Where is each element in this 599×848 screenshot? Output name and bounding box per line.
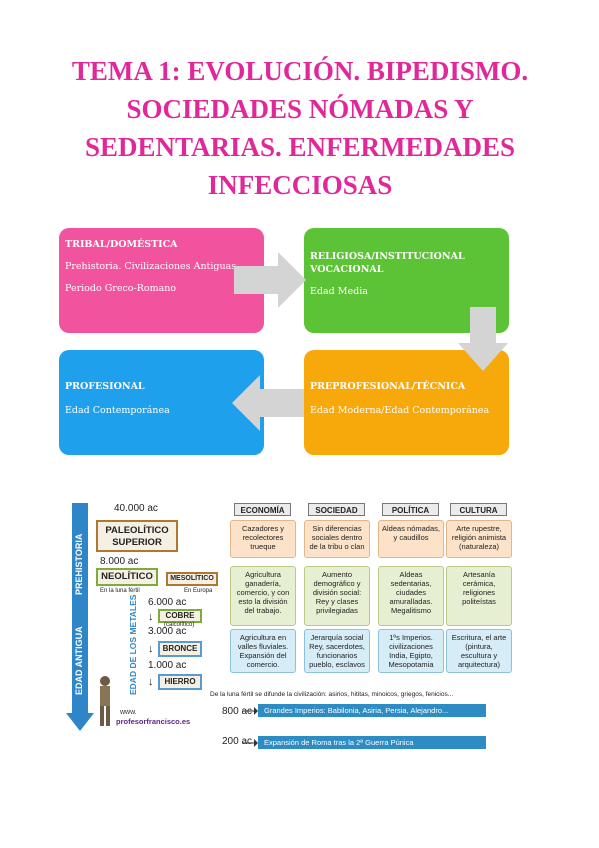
year-6000: 6.000 ac	[148, 597, 187, 608]
spread-note: De la luna fértil se difunde la civiliza…	[210, 691, 454, 698]
year-200: 200 ac	[222, 736, 253, 747]
stage-bronce: BRONCE	[158, 641, 202, 657]
box-tribal-heading: TRIBAL/DOMÉSTICA	[65, 239, 178, 250]
edad-antigua-bar	[72, 617, 88, 717]
arrow-down-icon	[458, 307, 508, 371]
band-grandes-imperios: Grandes Imperios: Babilonia, Asiria, Per…	[258, 704, 486, 717]
col-economia: ECONOMÍA	[234, 503, 291, 516]
title-line-2: SOCIEDADES NÓMADAS Y	[126, 94, 474, 124]
edad-antigua-label: EDAD ANTIGUA	[74, 626, 84, 695]
stage-mesolitico: MESOLÍTICO	[166, 572, 218, 586]
edad-metales-label: EDAD DE LOS METALES	[128, 594, 138, 695]
box-religiosa-heading: RELIGIOSA/INSTITUCIONAL VOCACIONAL	[310, 251, 465, 275]
mesolitico-note: En Europa	[184, 588, 213, 594]
prehistoria-bar	[72, 503, 88, 617]
cell-r3-sociedad: Jerarquía social Rey, sacerdotes, funcio…	[304, 629, 370, 673]
stage-hierro: HIERRO	[158, 674, 202, 690]
col-politica: POLÍTICA	[382, 503, 439, 516]
cell-r3-cultura: Escritura, el arte (pintura, escultura y…	[446, 629, 512, 673]
title-line-1: TEMA 1: EVOLUCIÓN. BIPEDISMO.	[71, 56, 529, 86]
timeline-arrow-icon	[66, 713, 94, 731]
col-sociedad: SOCIEDAD	[308, 503, 365, 516]
box-profesional-line1: Edad Contemporánea	[65, 405, 170, 416]
prehistoria-label: PREHISTORIA	[74, 533, 84, 595]
year-3000: 3.000 ac	[148, 626, 187, 637]
title-line-4: INFECCIOSAS	[207, 170, 393, 200]
stage-paleolitico: PALEOLÍTICO SUPERIOR	[96, 520, 178, 552]
down-arrow-icon: ↓	[148, 676, 154, 688]
year-40000: 40.000 ac	[114, 503, 158, 514]
website-label: profesorfrancisco.es	[116, 717, 191, 726]
down-arrow-icon: ↓	[148, 643, 154, 655]
pharaoh-figure-icon	[100, 676, 110, 726]
title-line-3: SEDENTARIAS. ENFERMEDADES	[84, 132, 516, 162]
box-tribal: TRIBAL/DOMÉSTICA Prehistoria. Civilizaci…	[59, 228, 264, 333]
box-profesional-heading: PROFESIONAL	[65, 381, 145, 392]
box-tribal-line1: Prehistoria. Civilizaciones Antiguas	[65, 261, 237, 272]
box-tribal-line2: Periodo Greco-Romano	[65, 283, 177, 294]
website-prefix: www.	[120, 709, 137, 716]
box-preprofesional-line1: Edad Moderna/Edad Contemporánea	[310, 405, 490, 416]
cell-r2-sociedad: Aumento demográfico y división social: R…	[304, 566, 370, 626]
box-religiosa-line1: Edad Media	[310, 286, 368, 297]
year-8000: 8.000 ac	[100, 556, 139, 567]
stage-cobre: COBRE	[158, 609, 202, 623]
arrow-right-icon	[242, 707, 258, 715]
cobre-note: (calcolítico)	[164, 622, 195, 628]
history-infographic: PREHISTORIA EDAD ANTIGUA EDAD DE LOS MET…	[64, 495, 534, 760]
year-1000: 1.000 ac	[148, 660, 187, 671]
col-cultura: CULTURA	[450, 503, 507, 516]
arrow-left-icon	[232, 375, 304, 431]
neolitico-note: En la luna fértil	[100, 588, 140, 594]
cell-r3-economia: Agricultura en valles fluviales. Expansi…	[230, 629, 296, 673]
cell-r1-sociedad: Sin diferencias sociales dentro de la tr…	[304, 520, 370, 558]
cell-r2-politica: Aldeas sedentarias, ciudades amuralladas…	[378, 566, 444, 626]
cell-r1-economia: Cazadores y recolectores trueque	[230, 520, 296, 558]
arrow-right-icon	[242, 739, 258, 747]
cell-r3-politica: 1ºs Imperios. civilizaciones India, Egip…	[378, 629, 444, 673]
year-800: 800 ac	[222, 706, 253, 717]
band-expansion-roma: Expansión de Roma tras la 2ª Guerra Púni…	[258, 736, 486, 749]
cell-r2-cultura: Artesanía cerámica, religiones politeíst…	[446, 566, 512, 626]
box-preprofesional: PREPROFESIONAL/TÉCNICA Edad Moderna/Edad…	[304, 350, 509, 455]
arrow-right-icon	[234, 252, 306, 308]
box-profesional: PROFESIONAL Edad Contemporánea	[59, 350, 264, 455]
cell-r1-politica: Aldeas nómadas, y caudillos	[378, 520, 444, 558]
down-arrow-icon: ↓	[148, 611, 154, 623]
page-title: TEMA 1: EVOLUCIÓN. BIPEDISMO. SOCIEDADES…	[40, 52, 560, 204]
cell-r1-cultura: Arte rupestre, religión animista (natura…	[446, 520, 512, 558]
cell-r2-economia: Agricultura ganadería, comercio, y con e…	[230, 566, 296, 626]
box-preprofesional-heading: PREPROFESIONAL/TÉCNICA	[310, 381, 466, 392]
stage-neolitico: NEOLÍTICO	[96, 568, 158, 586]
